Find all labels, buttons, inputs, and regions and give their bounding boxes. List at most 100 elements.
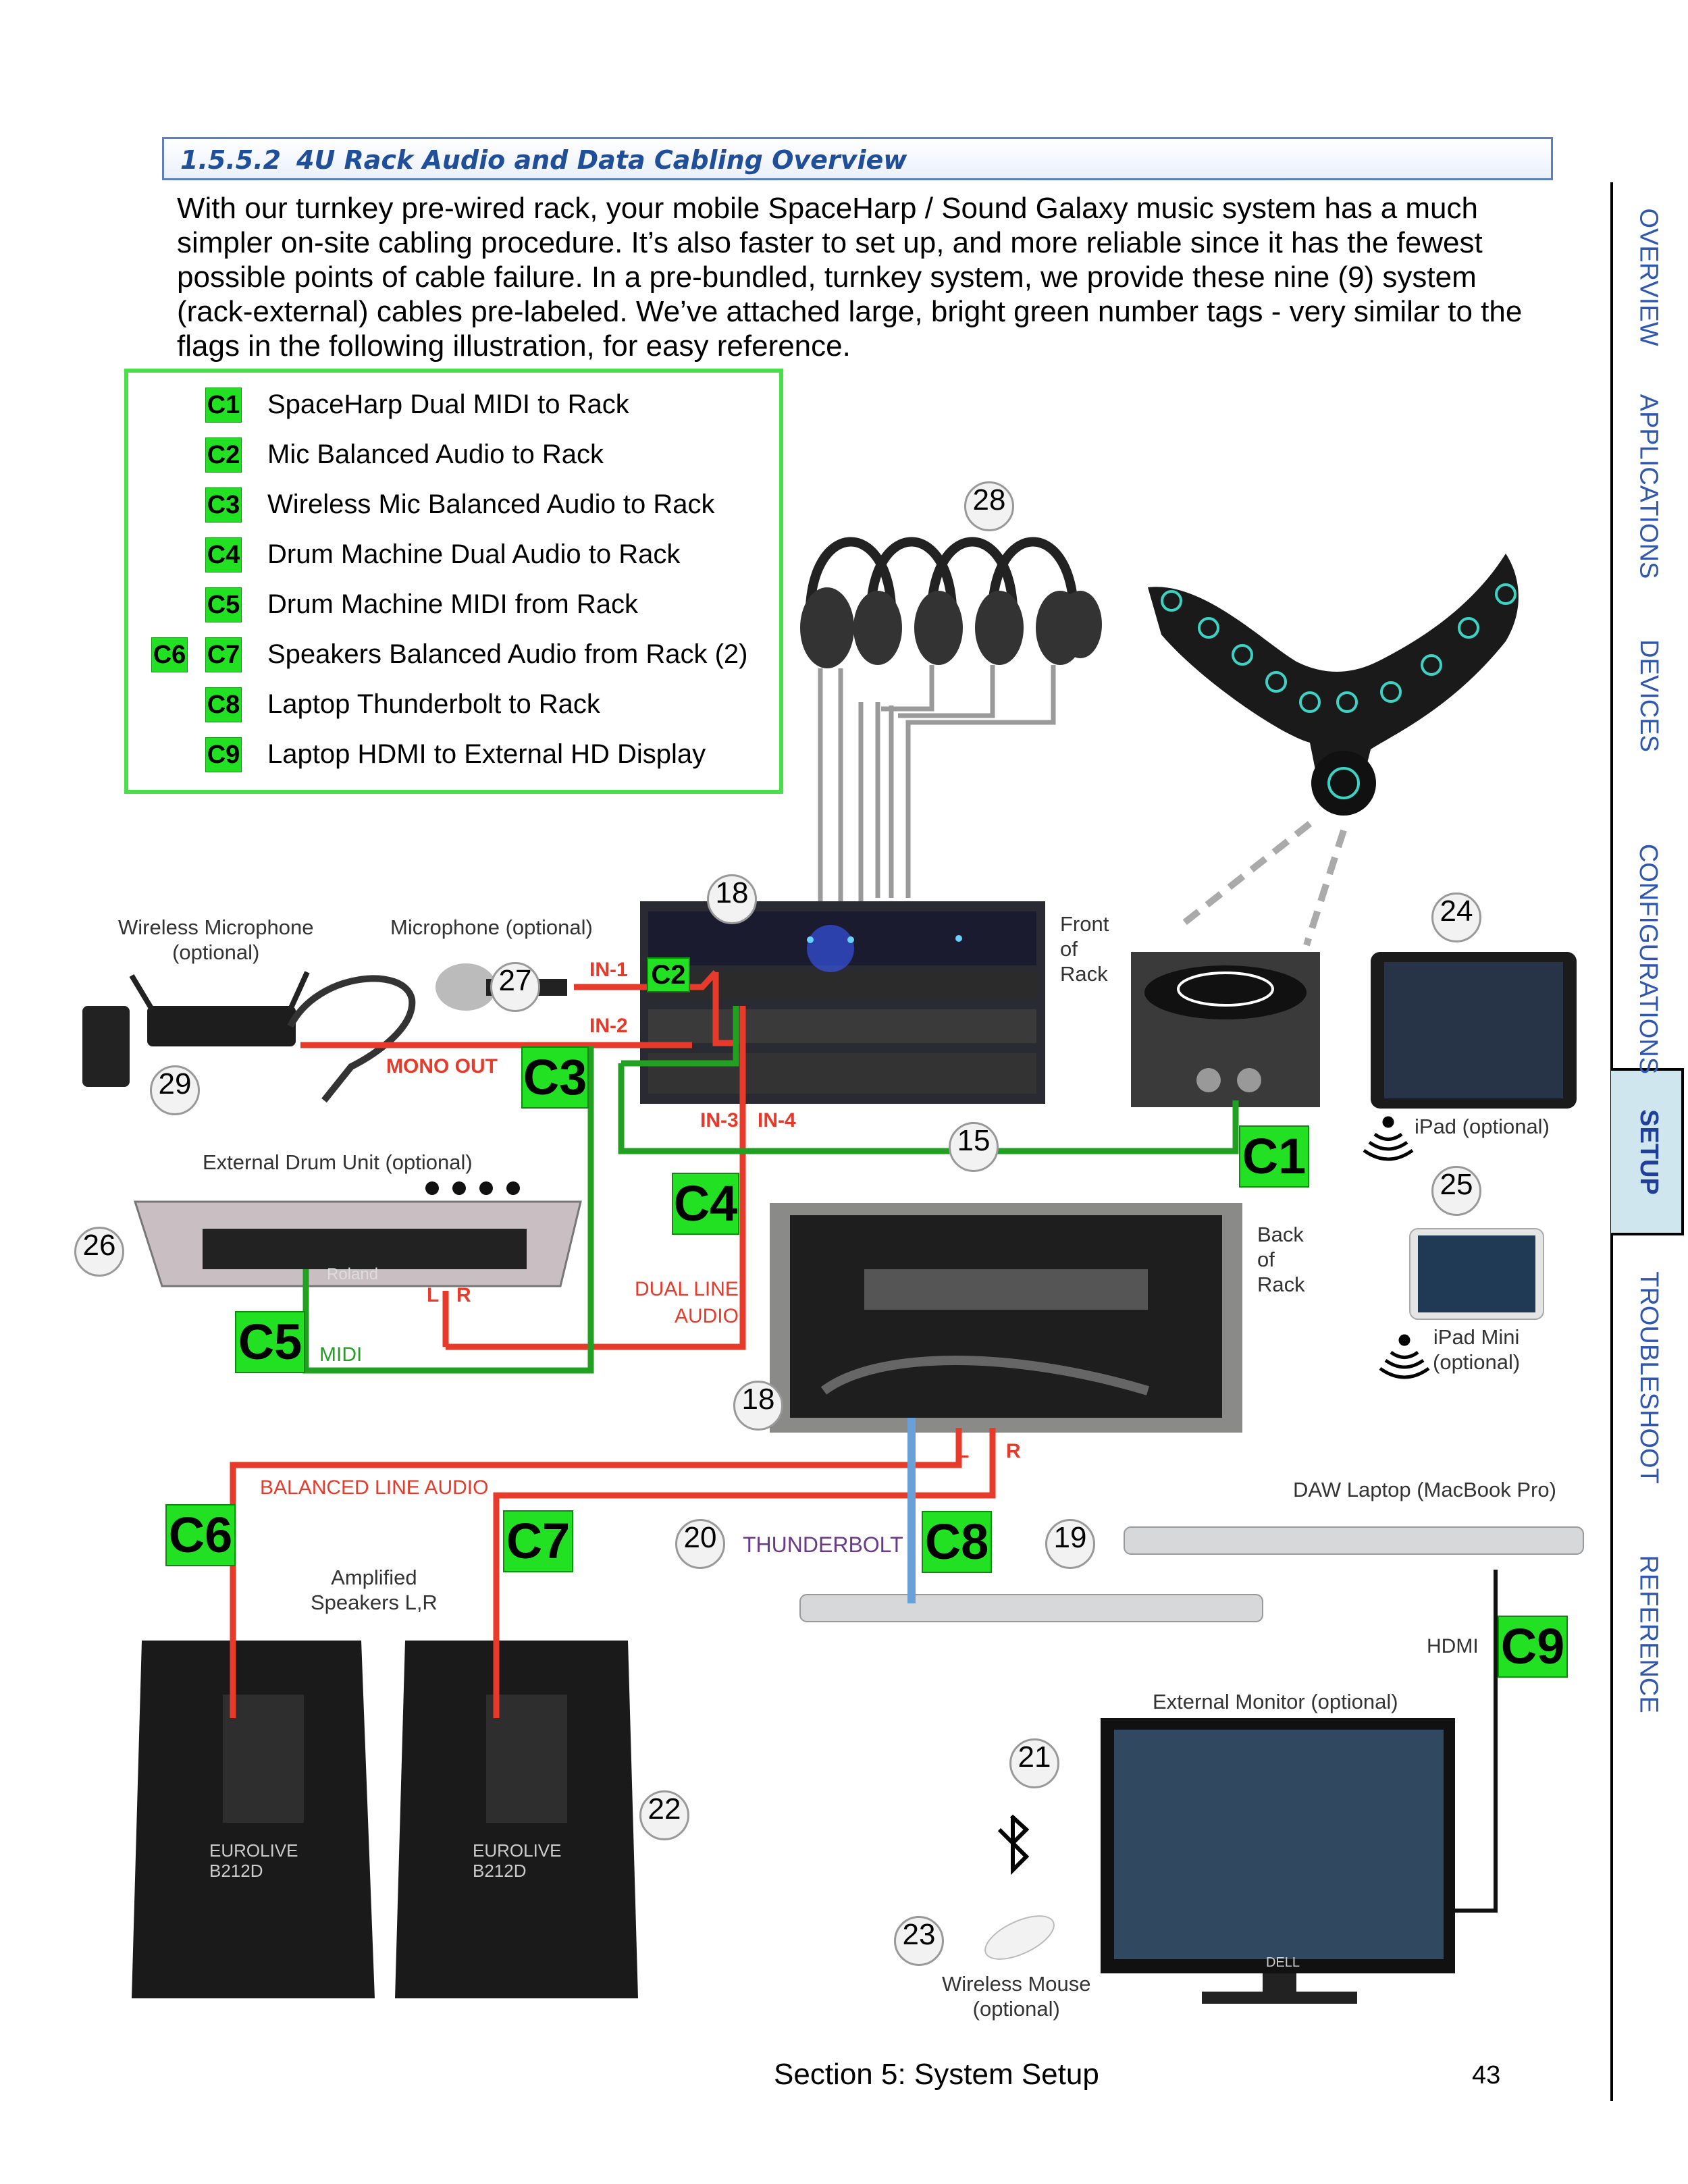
legend-tag: C9: [205, 737, 242, 772]
legend-tag: C8: [205, 687, 242, 722]
side-tab-devices[interactable]: DEVICES: [1634, 639, 1663, 752]
legend-text: Mic Balanced Audio to Rack: [267, 440, 604, 469]
label-rack-r: R: [1006, 1440, 1021, 1462]
callout-19: 19: [1045, 1519, 1095, 1569]
legend-text: Wireless Mic Balanced Audio to Rack: [267, 489, 715, 519]
label-in1: IN-1: [589, 959, 628, 981]
headphone-cables: [818, 665, 1056, 911]
callout-20: 20: [675, 1519, 725, 1569]
callout-24: 24: [1431, 893, 1481, 942]
side-tab-applications[interactable]: APPLICATIONS: [1634, 394, 1663, 579]
tag-c3: C3: [521, 1046, 589, 1109]
label-wireless-mic: Wireless Microphone (optional): [118, 915, 314, 964]
tag-c8: C8: [922, 1511, 992, 1573]
external-monitor: [1101, 1718, 1455, 2004]
legend-text: Laptop Thunderbolt to Rack: [267, 689, 600, 719]
side-tab-overview[interactable]: OVERVIEW: [1634, 207, 1663, 346]
intro-paragraph: With our turnkey pre-wired rack, your mo…: [177, 192, 1523, 363]
drum-machine-device: [133, 1181, 582, 1287]
legend-tag: C2: [205, 437, 242, 473]
legend-text: Drum Machine MIDI from Rack: [267, 589, 638, 619]
legend-tag: C1: [205, 388, 242, 423]
callout-15: 15: [949, 1122, 999, 1172]
legend-tag: C7: [205, 637, 242, 672]
label-ext-monitor: External Monitor (optional): [1153, 1690, 1398, 1713]
label-daw-laptop: DAW Laptop (MacBook Pro): [1293, 1478, 1556, 1501]
spaceharp-wireless-link: [1179, 821, 1347, 947]
headphones-group: [800, 537, 1102, 668]
legend-row: C8 Laptop Thunderbolt to Rack: [128, 687, 776, 722]
callout-27: 27: [490, 962, 540, 1012]
tag-c5: C5: [235, 1311, 305, 1373]
label-microphone: Microphone (optional): [390, 915, 593, 939]
label-ext-drum: External Drum Unit (optional): [203, 1150, 473, 1174]
label-rack-l: L: [957, 1440, 970, 1462]
legend-text: Speakers Balanced Audio from Rack (2): [267, 639, 748, 669]
side-tab-active-bg: [1611, 1068, 1684, 1235]
label-drum-r: R: [456, 1284, 471, 1306]
label-in2: IN-2: [589, 1015, 628, 1037]
ipad-mini-device: [1409, 1228, 1544, 1320]
legend-row: C9 Laptop HDMI to External HD Display: [128, 737, 776, 772]
label-hdmi: HDMI: [1427, 1635, 1479, 1657]
ipad-device: [1371, 952, 1577, 1109]
label-thunderbolt: THUNDERBOLT: [743, 1533, 903, 1557]
tag-c6: C6: [165, 1504, 236, 1566]
spaceharp-base-photo: [1131, 952, 1320, 1107]
front-rack-photo: [640, 901, 1045, 1104]
label-dual-line-audio: DUAL LINE AUDIO: [635, 1278, 739, 1327]
side-tab-reference[interactable]: REFERENCE: [1634, 1554, 1663, 1713]
side-tab-troubleshoot[interactable]: TROUBLESHOOT: [1634, 1271, 1663, 1484]
tag-c2: C2: [647, 957, 690, 992]
legend-row: C1 SpaceHarp Dual MIDI to Rack: [128, 388, 776, 423]
side-tab-nav: OVERVIEW APPLICATIONS DEVICES CONFIGURATION…: [1611, 182, 1685, 2100]
callout-23: 23: [894, 1916, 944, 1966]
tag-c7: C7: [503, 1510, 573, 1572]
wireless-mic-device: [82, 971, 416, 1103]
page-number: 43: [1472, 2061, 1501, 2089]
side-tab-configurations[interactable]: CONFIGURATIONS: [1634, 843, 1663, 1074]
tag-c1: C1: [1239, 1125, 1309, 1188]
wireless-icons: [1363, 1116, 1430, 1379]
legend-tag: C4: [205, 537, 242, 572]
legend-tag: C6: [151, 637, 188, 672]
laptops: [799, 1526, 1584, 1622]
label-mono-out: MONO OUT: [386, 1055, 498, 1077]
cables: [230, 969, 1498, 1913]
roland-brand: Roland: [327, 1265, 378, 1283]
label-ipad-mini: iPad Mini (optional): [1433, 1325, 1521, 1374]
label-front-rack: Front of Rack: [1060, 912, 1109, 986]
legend-text: Drum Machine Dual Audio to Rack: [267, 539, 681, 569]
monitor-brand: DELL: [1266, 1955, 1300, 1970]
back-rack-photo: [770, 1203, 1242, 1433]
callout-29: 29: [150, 1065, 200, 1115]
legend-tag: C5: [205, 587, 242, 622]
spaceharp-instrument: [1148, 554, 1519, 816]
wireless-mouse: [984, 1814, 1055, 1960]
label-midi: MIDI: [319, 1343, 363, 1366]
callout-28: 28: [964, 481, 1014, 531]
side-tab-setup[interactable]: SETUP: [1634, 1109, 1663, 1195]
legend-text: Laptop HDMI to External HD Display: [267, 739, 706, 769]
label-back-rack: Back of Rack: [1257, 1223, 1305, 1296]
label-in3: IN-3: [700, 1109, 739, 1131]
legend-text: SpaceHarp Dual MIDI to Rack: [267, 390, 629, 419]
tag-c9: C9: [1498, 1616, 1568, 1678]
legend-row: C6 C7 Speakers Balanced Audio from Rack (2…: [128, 637, 776, 672]
callout-25: 25: [1431, 1166, 1481, 1216]
speakers: [132, 1641, 638, 1998]
label-drum-l: L: [427, 1284, 440, 1306]
label-balanced-line-audio: BALANCED LINE AUDIO: [260, 1476, 489, 1499]
callout-18-back: 18: [733, 1381, 783, 1431]
label-ipad: iPad (optional): [1415, 1115, 1550, 1138]
callout-21: 21: [1009, 1738, 1059, 1788]
section-number: 1.5.5.2: [180, 145, 282, 175]
callout-18-front: 18: [707, 874, 757, 924]
label-in4: IN-4: [758, 1109, 796, 1131]
tag-c4: C4: [672, 1173, 739, 1235]
legend-row: C4 Drum Machine Dual Audio to Rack: [128, 537, 776, 572]
section-title: 4U Rack Audio and Data Cabling Overview: [296, 145, 907, 175]
